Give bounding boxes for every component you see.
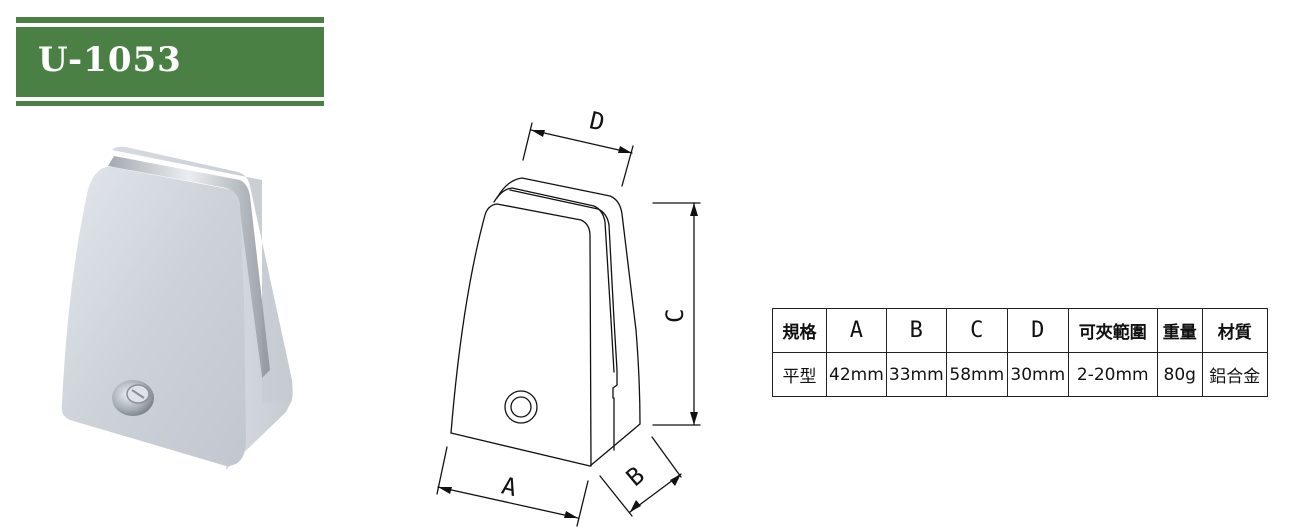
cell-d: 30mm [1006,352,1069,397]
banner-bottom-stripe [16,101,324,106]
model-banner: U-1053 [16,27,324,97]
clamp-front-face [61,166,246,466]
cell-material: 鋁合金 [1201,352,1268,397]
model-title: U-1053 [38,40,182,80]
header-weight: 重量 [1156,308,1203,353]
spec-table: 規格 A B C D 可夾範圍 重量 材質 平型 42mm 33mm 58mm … [772,308,1268,397]
label-a: A [499,472,520,503]
label-b: B [621,461,650,492]
header-c: C [945,308,1008,353]
cell-c: 58mm [945,352,1008,397]
cell-a: 42mm [826,352,887,397]
header-d: D [1006,308,1069,353]
cell-type: 平型 [772,352,827,397]
drawing-back-outline [496,177,641,425]
drawing-front-left-edge [450,203,498,434]
banner-top-stripe [16,17,324,23]
drawing-hole-inner [510,396,532,418]
header-spec: 規格 [772,308,827,353]
cell-clamp-range: 2-20mm [1067,352,1158,397]
header-b: B [885,308,947,353]
label-c: C [661,309,689,323]
spec-row: 平型 42mm 33mm 58mm 30mm 2-20mm 80g 鋁合金 [772,352,1268,397]
header-material: 材質 [1201,308,1268,353]
product-photo [61,146,293,470]
header-clamp-range: 可夾範圍 [1067,308,1158,353]
clamp-back-plate [112,146,293,421]
drawing-hole-outer [504,390,538,424]
drawing-front-right-edge [496,203,592,467]
cell-b: 33mm [885,352,947,397]
header-a: A [826,308,887,353]
drawing-front-bottom-edge [450,432,591,467]
spec-header-row: 規格 A B C D 可夾範圍 重量 材質 [772,308,1268,353]
label-d: D [587,106,607,137]
cell-weight: 80g [1156,352,1203,397]
